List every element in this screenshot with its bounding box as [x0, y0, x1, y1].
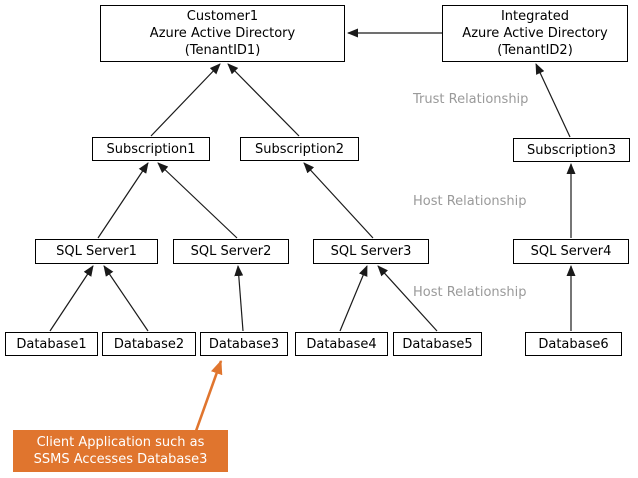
- client-application-callout: Client Application such as SSMS Accesses…: [13, 430, 228, 472]
- edge-subscription1-to-customer1-aad: [150, 63, 221, 137]
- node-subscription3: Subscription3: [513, 138, 630, 162]
- edge-database4-to-sql-server3: [339, 265, 368, 332]
- label-host-relationship-upper: Host Relationship: [413, 194, 527, 209]
- node-database4: Database4: [295, 332, 388, 356]
- node-customer1-aad: Customer1 Azure Active Directory (Tenant…: [100, 5, 345, 62]
- edge-database2-to-sql-server1: [103, 265, 149, 332]
- node-database6: Database6: [525, 332, 622, 356]
- node-subscription2: Subscription2: [240, 137, 359, 161]
- edge-subscription2-to-customer1-aad: [227, 63, 300, 137]
- node-sql-server2: SQL Server2: [173, 239, 289, 264]
- label-trust-relationship: Trust Relationship: [413, 92, 529, 107]
- node-database1: Database1: [5, 332, 98, 356]
- edge-database1-to-sql-server1: [49, 265, 94, 332]
- edge-database5-to-sql-server3: [377, 265, 438, 332]
- node-database5: Database5: [393, 332, 482, 356]
- node-sql-server3: SQL Server3: [313, 239, 429, 264]
- edge-sql-server2-to-subscription1: [157, 162, 238, 239]
- node-subscription1: Subscription1: [92, 137, 210, 161]
- node-database3: Database3: [200, 332, 288, 356]
- node-database2: Database2: [102, 332, 196, 356]
- edge-sql-server1-to-subscription1: [97, 162, 149, 239]
- node-integrated-aad: Integrated Azure Active Directory (Tenan…: [442, 5, 628, 62]
- edge-database3-to-sql-server2: [234, 265, 244, 332]
- edge-callout-to-database3: [194, 360, 223, 432]
- node-sql-server4: SQL Server4: [513, 239, 629, 264]
- node-sql-server1: SQL Server1: [35, 239, 158, 264]
- edge-sql-server3-to-subscription2: [303, 162, 374, 239]
- label-host-relationship-lower: Host Relationship: [413, 285, 527, 300]
- edge-subscription3-to-integrated-aad: [535, 63, 571, 138]
